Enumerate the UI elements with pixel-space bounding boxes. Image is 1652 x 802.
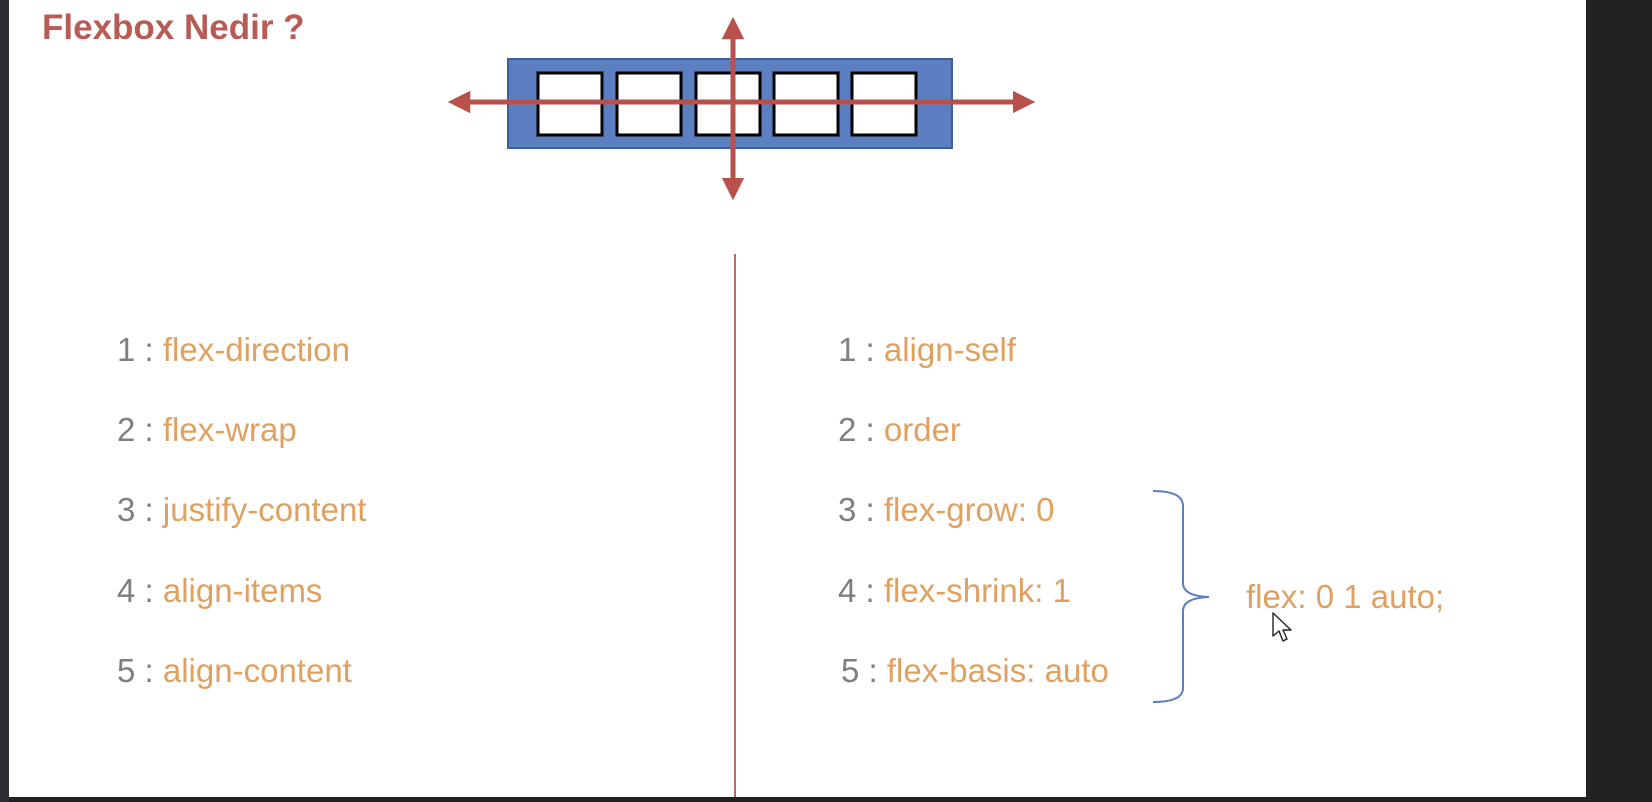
container-property: 3 : justify-content <box>117 491 367 528</box>
container-property: 2 : flex-wrap <box>117 411 297 448</box>
item-property: 5 : flex-basis: auto <box>841 652 1109 689</box>
flex-shorthand: flex: 0 1 auto; <box>1246 578 1445 615</box>
item-property: 2 : order <box>838 411 961 448</box>
window-left-edge <box>0 0 9 802</box>
slide-title: Flexbox Nedir ? <box>42 8 305 47</box>
container-property: 4 : align-items <box>117 572 323 609</box>
container-property: 5 : align-content <box>117 652 352 689</box>
right-curly-brace <box>1152 490 1210 703</box>
presentation-slide: Flexbox Nedir ? 1 : flex-direction 2 : f… <box>9 0 1586 797</box>
mouse-cursor-icon <box>1272 612 1292 642</box>
container-property: 1 : flex-direction <box>117 331 350 368</box>
window-right-panel <box>1586 0 1652 802</box>
item-property: 4 : flex-shrink: 1 <box>838 572 1071 609</box>
column-divider <box>734 254 736 797</box>
flexbox-diagram <box>447 16 1036 201</box>
item-property: 1 : align-self <box>838 331 1016 368</box>
item-property: 3 : flex-grow: 0 <box>838 491 1055 528</box>
